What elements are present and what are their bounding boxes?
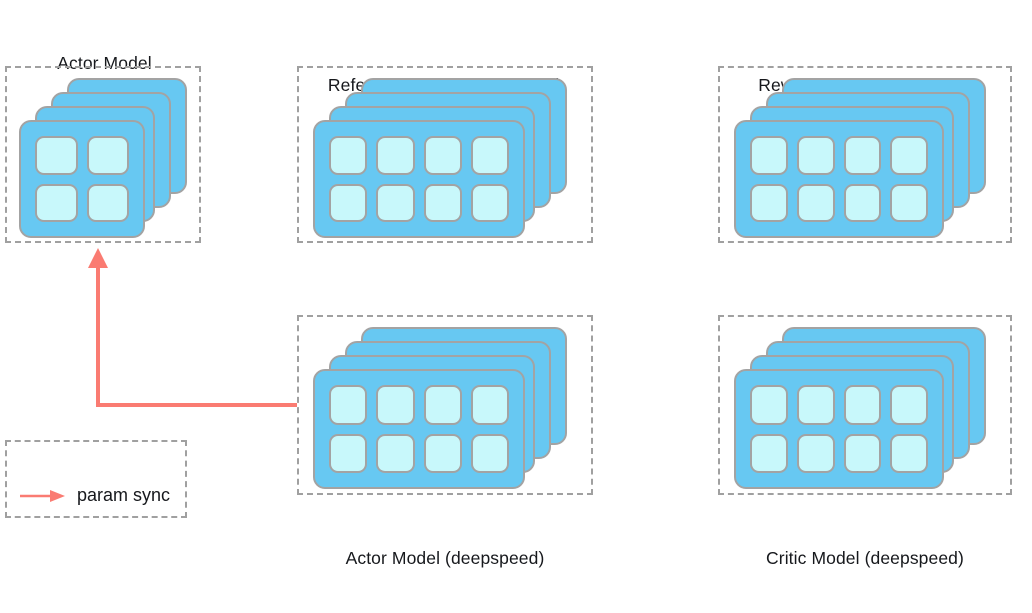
card-front[interactable] bbox=[313, 120, 525, 238]
chip bbox=[750, 136, 788, 175]
chip bbox=[843, 136, 882, 175]
chip bbox=[796, 433, 835, 473]
chip bbox=[376, 433, 415, 473]
card-stack-actor-deepspeed bbox=[313, 327, 583, 489]
chip bbox=[796, 136, 835, 175]
param-sync-line bbox=[96, 262, 297, 407]
chip bbox=[423, 136, 462, 175]
chip bbox=[376, 183, 415, 222]
param-sync-arrowhead bbox=[88, 248, 108, 268]
group-actor-deepspeed[interactable] bbox=[297, 315, 593, 495]
group-actor-vllm[interactable] bbox=[5, 66, 201, 243]
group-critic[interactable] bbox=[718, 315, 1012, 495]
legend-box: param sync bbox=[5, 440, 187, 518]
chip bbox=[329, 183, 368, 222]
chip bbox=[470, 183, 509, 222]
card-front[interactable] bbox=[734, 369, 944, 489]
chip bbox=[423, 385, 462, 425]
chip bbox=[329, 385, 368, 425]
card-front[interactable] bbox=[734, 120, 944, 238]
chip bbox=[890, 433, 928, 473]
chip bbox=[843, 433, 882, 473]
chip bbox=[423, 183, 462, 222]
chip bbox=[86, 136, 129, 175]
chip bbox=[796, 385, 835, 425]
card-front[interactable] bbox=[313, 369, 525, 489]
card-stack-critic bbox=[734, 327, 1002, 489]
chip bbox=[329, 433, 368, 473]
chip bbox=[890, 136, 928, 175]
chip bbox=[470, 385, 509, 425]
card-stack-reference bbox=[313, 78, 583, 238]
chip bbox=[843, 385, 882, 425]
chip bbox=[470, 433, 509, 473]
card-front[interactable] bbox=[19, 120, 145, 238]
chip bbox=[750, 433, 788, 473]
group-reward[interactable] bbox=[718, 66, 1012, 243]
card-stack-actor-vllm bbox=[19, 78, 191, 238]
caption-actor-deepspeed-line1: Actor Model (deepspeed) bbox=[345, 548, 545, 568]
chip bbox=[86, 183, 129, 222]
chip bbox=[423, 433, 462, 473]
chip bbox=[750, 183, 788, 222]
legend-row: param sync bbox=[19, 485, 170, 506]
diagram-canvas: Actor Model (generation, vllm) Reference… bbox=[5, 53, 1012, 568]
chip bbox=[890, 183, 928, 222]
card-stack-reward bbox=[734, 78, 1002, 238]
legend-arrow-icon bbox=[20, 489, 65, 502]
group-reference[interactable] bbox=[297, 66, 593, 243]
legend-label: param sync bbox=[77, 485, 171, 505]
chip bbox=[376, 385, 415, 425]
legend-arrow-head bbox=[50, 489, 65, 502]
chip bbox=[376, 136, 415, 175]
chip bbox=[796, 183, 835, 222]
chip bbox=[843, 183, 882, 222]
chip bbox=[35, 183, 78, 222]
chip bbox=[750, 385, 788, 425]
caption-critic: Critic Model (deepspeed) bbox=[718, 503, 1012, 613]
caption-actor-vllm-line1: Actor Model bbox=[57, 53, 152, 73]
chip bbox=[329, 136, 368, 175]
caption-critic-line1: Critic Model (deepspeed) bbox=[766, 548, 964, 568]
chip bbox=[35, 136, 78, 175]
caption-actor-deepspeed: Actor Model (deepspeed) bbox=[297, 503, 593, 613]
chip bbox=[470, 136, 509, 175]
chip bbox=[890, 385, 928, 425]
